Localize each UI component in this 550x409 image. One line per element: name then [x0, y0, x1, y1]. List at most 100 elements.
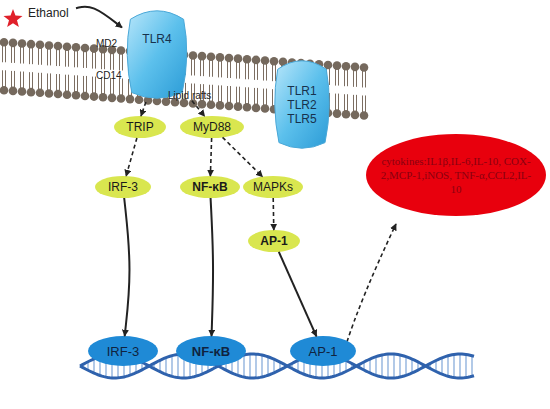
lipid-head — [243, 103, 252, 112]
lipid-head — [0, 38, 8, 47]
lipid-head — [81, 44, 90, 53]
signal-arrow — [141, 102, 146, 116]
lipid-head — [198, 100, 207, 109]
node-text: MAPKs — [253, 180, 293, 194]
receptor-outline — [275, 61, 329, 148]
part-label: CD14 — [96, 70, 122, 81]
node-text: cytokines:IL1β,IL-6,IL-10, COX-2,MCP-1,i… — [380, 154, 532, 197]
node-text: NF-κB — [192, 344, 230, 359]
lipid-head — [207, 100, 216, 109]
dna-rung — [93, 359, 94, 373]
node-text: TLR1 TLR2 TLR5 — [282, 84, 322, 126]
lipid-head — [252, 56, 261, 65]
lipid-head — [351, 63, 360, 72]
dna-rung — [447, 356, 448, 376]
translocation-arrow — [279, 252, 317, 336]
dna-rung — [411, 359, 412, 373]
lipid-head — [342, 62, 351, 71]
dna-rung — [375, 357, 376, 376]
lipid-head — [360, 111, 369, 120]
factor-oval: AP-1 — [248, 230, 300, 252]
lipid-head — [234, 54, 243, 63]
lipid-head — [126, 95, 135, 104]
lipid-head — [36, 89, 45, 98]
lipid-head — [225, 54, 234, 63]
receptor-shape: TLR4 — [122, 8, 192, 102]
lipid-head — [18, 39, 27, 48]
lipid-head — [81, 92, 90, 101]
dna-rung — [273, 359, 274, 373]
lipid-head — [342, 110, 351, 119]
lipid-head — [261, 104, 270, 113]
node-text: MyD88 — [193, 120, 231, 134]
dna-rung — [369, 359, 370, 373]
lipid-head — [0, 86, 8, 95]
dna-rung — [171, 356, 172, 377]
lipid-head — [270, 57, 279, 66]
dna-rung — [471, 356, 472, 377]
dna-rung — [387, 354, 388, 378]
dna-rung — [267, 357, 268, 375]
dna-rung — [393, 354, 394, 378]
lipid-head — [261, 56, 270, 65]
translocation-arrow — [76, 7, 122, 28]
lipid-head — [252, 104, 261, 113]
lipid-head — [45, 41, 54, 50]
lipid-head — [54, 90, 63, 99]
lipid-head — [72, 91, 81, 100]
dna-rung — [399, 355, 400, 377]
lipid-head — [63, 90, 72, 99]
lipid-head — [117, 94, 126, 103]
lipid-head — [9, 39, 18, 48]
substance-label: Ethanol — [28, 6, 69, 20]
translocation-arrow — [124, 198, 129, 336]
dna-rung — [441, 358, 442, 374]
nuclear-factor-oval: NF-κB — [176, 336, 246, 366]
dna-rung — [405, 357, 406, 376]
lipid-head — [27, 40, 36, 49]
lipid-head — [99, 93, 108, 102]
nuclear-factor-oval: IRF-3 — [88, 336, 158, 366]
signal-arrow — [223, 137, 263, 176]
dna-rung — [465, 354, 466, 377]
node-text: TLR4 — [142, 32, 171, 46]
lipid-head — [27, 88, 36, 97]
lipid-head — [18, 87, 27, 96]
ethanol-marker: Ethanol — [2, 4, 76, 32]
receptor-outline — [127, 11, 187, 98]
dna-rung — [177, 354, 178, 377]
dna-rung — [261, 355, 262, 377]
lipid-head — [234, 102, 243, 111]
node-text: AP-1 — [260, 234, 287, 248]
lipid-head — [108, 94, 117, 103]
receptor-outline — [122, 8, 192, 102]
lipid-head — [63, 42, 72, 51]
node-text: NF-κB — [192, 180, 227, 194]
lipid-head — [243, 55, 252, 64]
lipid-head — [351, 111, 360, 120]
lipid-head — [90, 92, 99, 101]
lipid-head — [360, 63, 369, 72]
node-text: TRIP — [126, 120, 153, 134]
cytokine-oval: cytokines:IL1β,IL-6,IL-10, COX-2,MCP-1,i… — [366, 134, 546, 216]
lipid-head — [54, 42, 63, 51]
dna-rung — [243, 355, 244, 377]
translocation-arrow — [211, 198, 213, 336]
signal-arrow — [126, 138, 137, 176]
dna-rung — [459, 354, 460, 378]
lipid-head — [72, 43, 81, 52]
lipid-head — [9, 87, 18, 96]
receptor-shape: TLR1 TLR2 TLR5 — [270, 58, 334, 152]
dna-rung — [453, 354, 454, 377]
signal-arrow — [210, 138, 211, 176]
part-label: Lipid rafts — [168, 90, 211, 101]
dna-rung — [381, 355, 382, 377]
lipid-head — [36, 41, 45, 50]
adaptor-oval: MyD88 — [180, 116, 244, 138]
lipid-head — [333, 109, 342, 118]
kinase-oval: MAPKs — [243, 176, 303, 198]
node-text: IRF-3 — [107, 344, 140, 359]
node-text: AP-1 — [309, 344, 338, 359]
star-symbol — [2, 8, 24, 30]
factor-oval: IRF-3 — [95, 176, 151, 198]
